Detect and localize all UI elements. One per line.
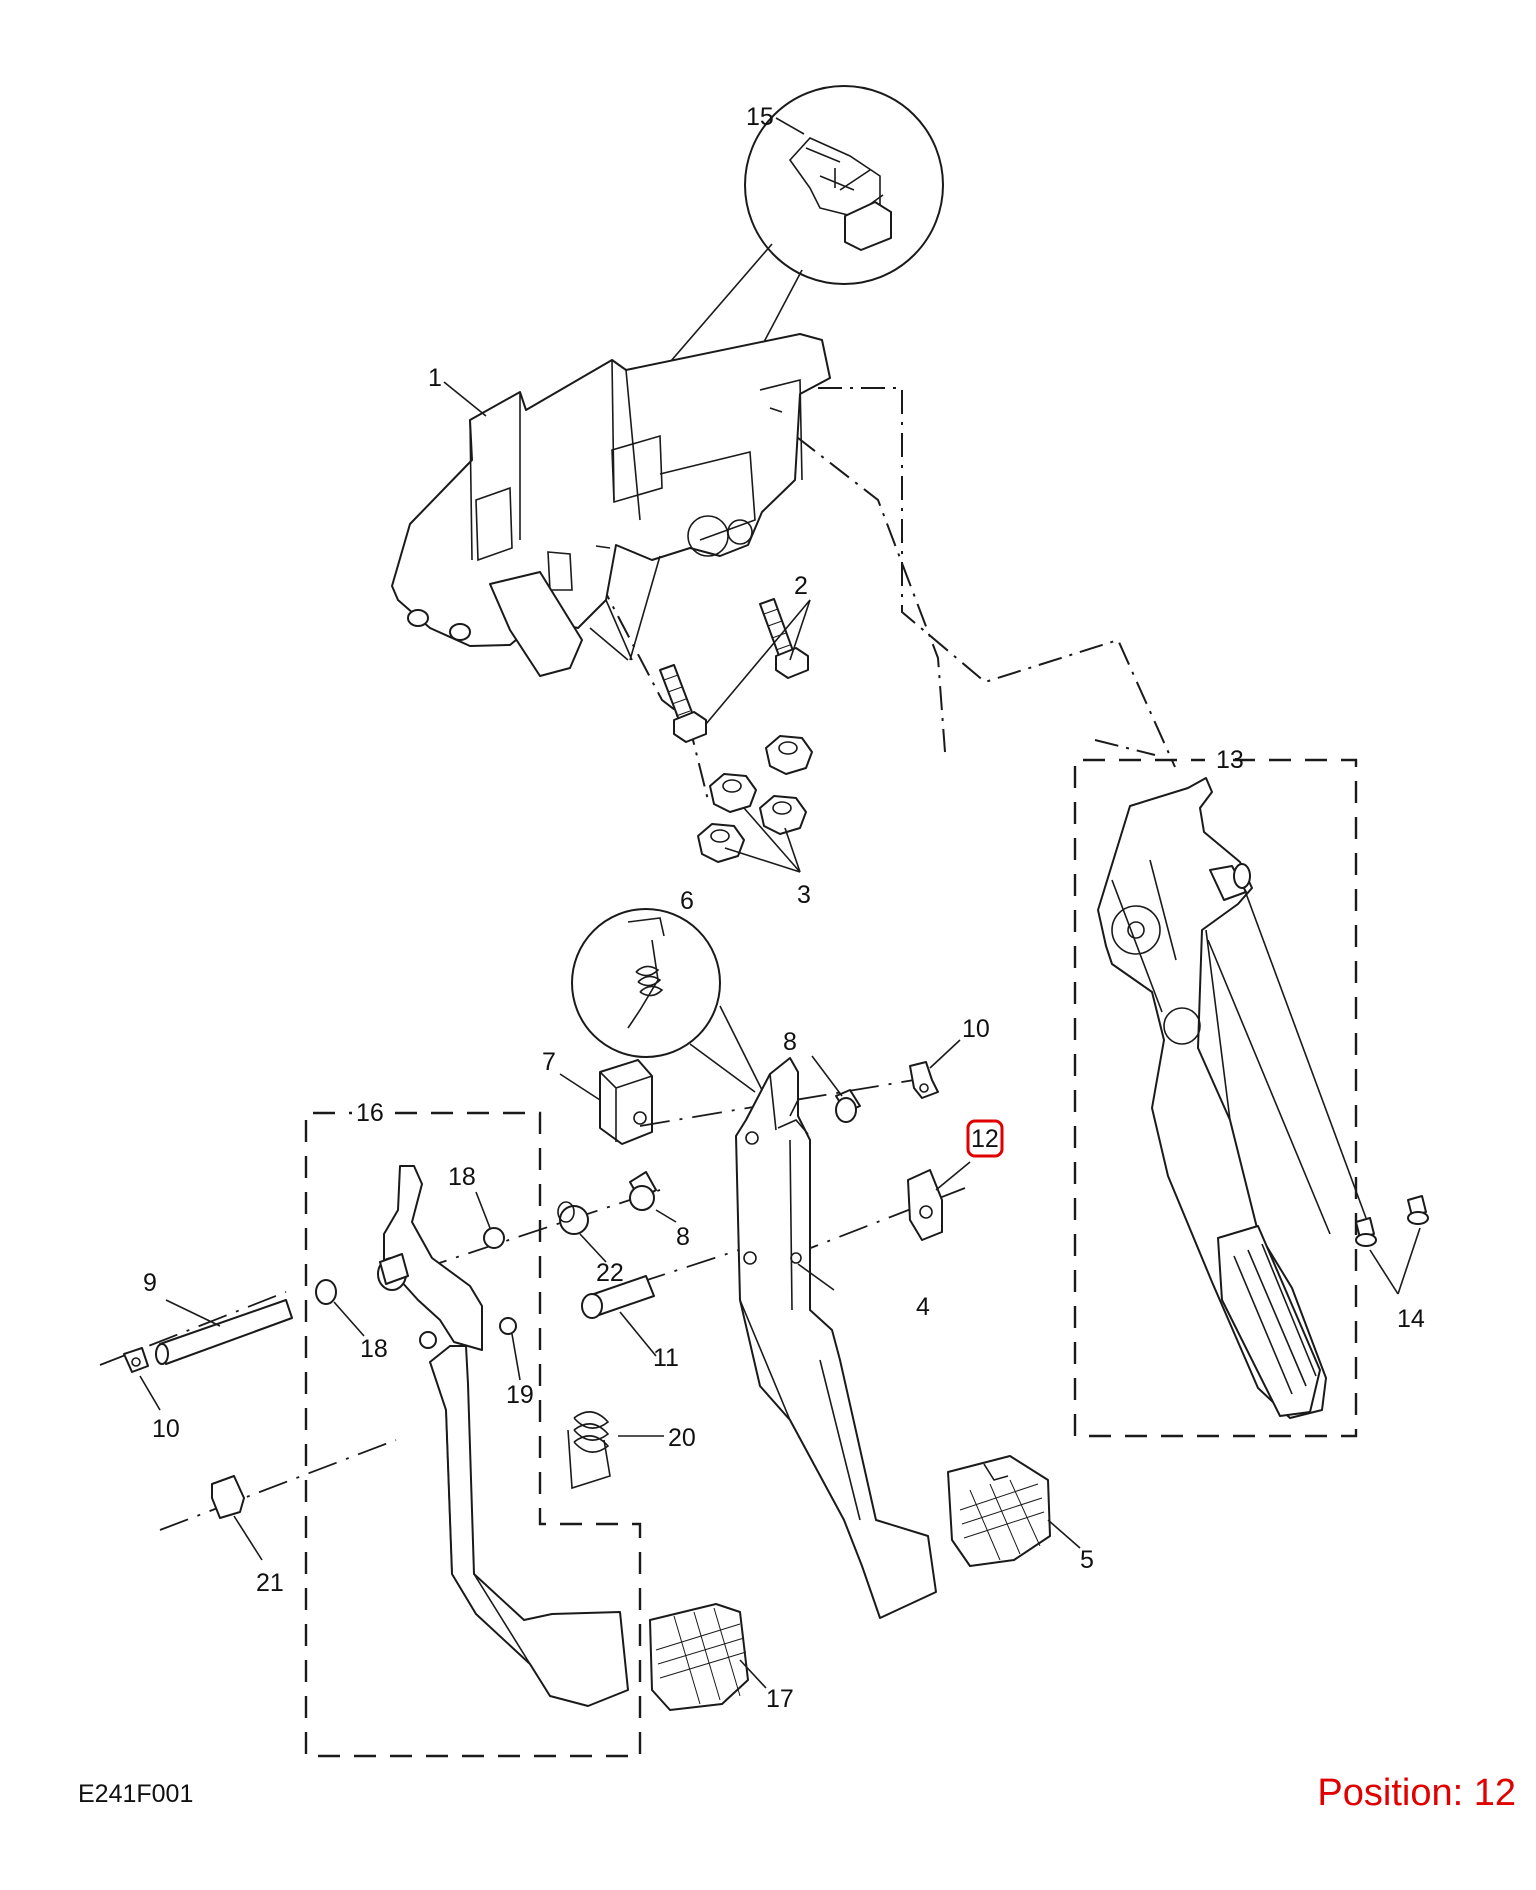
callout-16[interactable]: 16 — [356, 1099, 384, 1127]
callout-18-upper[interactable]: 18 — [448, 1163, 476, 1191]
callout-13[interactable]: 13 — [1216, 746, 1244, 774]
pivot-pin — [581, 1275, 657, 1357]
bushing-upper — [811, 1055, 861, 1123]
brake-pedal-arm — [735, 1057, 937, 1619]
bushing-lower — [629, 1171, 677, 1223]
callout-8-lower[interactable]: 8 — [676, 1223, 690, 1251]
callout-22[interactable]: 22 — [596, 1259, 624, 1287]
clutch-pedal-pad — [649, 1603, 767, 1711]
callout-11[interactable]: 11 — [653, 1344, 679, 1372]
callout-15[interactable]: 15 — [746, 103, 774, 131]
callout-5[interactable]: 5 — [1080, 1546, 1094, 1574]
pivot-axis-lower-2 — [99, 1291, 287, 1366]
pin-19 — [499, 1317, 521, 1381]
callout-17[interactable]: 17 — [766, 1685, 794, 1713]
pivot-axis-right — [789, 1187, 966, 1257]
spring-detail — [571, 908, 763, 1093]
callout-7[interactable]: 7 — [542, 1048, 556, 1076]
clutch-pedal-arm — [377, 1165, 629, 1707]
position-readout: Position: 12 — [1317, 1772, 1516, 1814]
retaining-clip-12 — [907, 1161, 971, 1241]
nuts — [697, 735, 813, 873]
group-box-13 — [1073, 758, 1358, 1438]
pedal-stop-block — [599, 1059, 653, 1145]
retaining-clip-lower — [123, 1347, 161, 1411]
accelerator-pedal — [1097, 777, 1367, 1419]
callout-12-highlight — [966, 1119, 1004, 1158]
callout-1[interactable]: 1 — [428, 364, 442, 392]
group-box-16 — [304, 1111, 642, 1758]
retaining-clip-21 — [211, 1475, 263, 1561]
washer-18-lower — [315, 1279, 365, 1337]
callout-21[interactable]: 21 — [256, 1569, 284, 1597]
callouts: 1 2 3 4 5 6 7 8 8 9 10 10 11 12 13 14 15… — [143, 103, 1425, 1713]
diagram-code: E241F001 — [78, 1780, 194, 1808]
washer-18-upper — [475, 1191, 505, 1249]
callout-10-upper[interactable]: 10 — [962, 1015, 990, 1043]
retaining-clip-upper — [909, 1039, 961, 1099]
assembly-line-4 — [1094, 739, 1156, 756]
callout-9[interactable]: 9 — [143, 1269, 157, 1297]
callout-18-lower[interactable]: 18 — [360, 1335, 388, 1363]
callout-2[interactable]: 2 — [794, 572, 808, 600]
callout-8-upper[interactable]: 8 — [783, 1028, 797, 1056]
screws — [1355, 1195, 1429, 1295]
assembly-line-2 — [761, 409, 946, 753]
callout-20[interactable]: 20 — [668, 1424, 696, 1452]
pedal-box-bracket — [391, 333, 831, 677]
assembly-line-3 — [577, 539, 709, 801]
callout-3[interactable]: 3 — [797, 881, 811, 909]
assembly-line-1 — [818, 387, 1176, 768]
return-spring — [567, 1411, 664, 1490]
pivot-axis-lower — [417, 1189, 661, 1271]
callout-19[interactable]: 19 — [506, 1381, 534, 1409]
bolts — [659, 598, 811, 743]
pivot-axis-bottom — [159, 1439, 397, 1531]
callout-12[interactable]: 12 — [971, 1125, 999, 1153]
callout-4[interactable]: 4 — [916, 1293, 930, 1321]
bushing-22 — [557, 1201, 607, 1263]
callout-6[interactable]: 6 — [680, 887, 694, 915]
callout-10-lower[interactable]: 10 — [152, 1415, 180, 1443]
brake-pedal-pad — [947, 1455, 1081, 1567]
callout-14[interactable]: 14 — [1397, 1305, 1425, 1333]
pivot-tube — [155, 1299, 293, 1365]
